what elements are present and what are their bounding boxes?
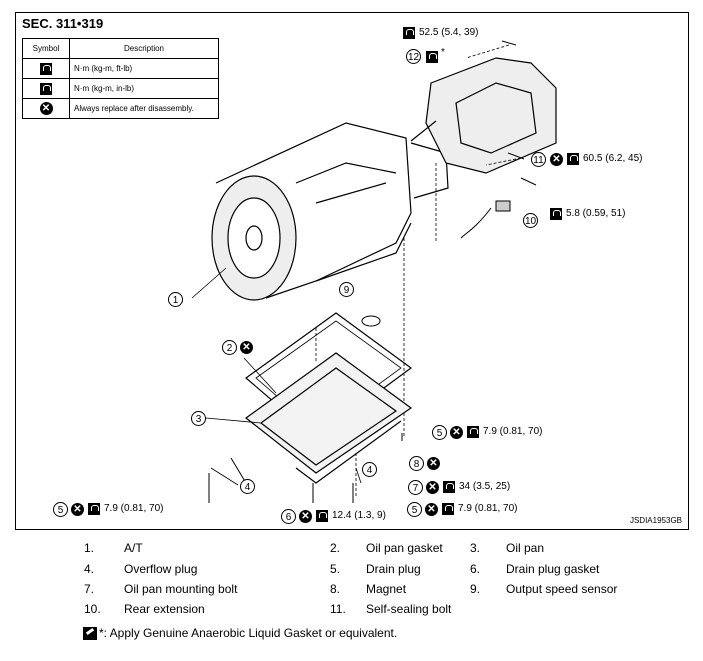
oil-pan-drawing bbox=[245, 352, 413, 484]
part-number: 4. bbox=[84, 562, 95, 576]
callout-6: 6 bbox=[281, 509, 296, 524]
part-name: Self-sealing bolt bbox=[366, 602, 452, 616]
section-title: SEC. 311•319 bbox=[22, 16, 104, 31]
torque-small-icon bbox=[40, 82, 52, 95]
part-number: 1. bbox=[84, 541, 95, 555]
torque-value-12: 52.5 (5.4, 39) bbox=[419, 27, 479, 38]
part-number: 7. bbox=[84, 582, 95, 596]
transmission-body-drawing bbox=[211, 122, 449, 301]
torque-value-10: 5.8 (0.59, 51) bbox=[566, 208, 626, 219]
part-name: Output speed sensor bbox=[506, 582, 618, 596]
figure-code: JSDIA1953GB bbox=[629, 516, 682, 525]
callout-11: 11 bbox=[531, 152, 546, 167]
replace-icon: ✕ bbox=[240, 341, 253, 354]
callout-3: 3 bbox=[191, 411, 206, 426]
callout-2: 2 bbox=[222, 340, 237, 355]
star-mark: * bbox=[441, 47, 445, 58]
callout-4: 4 bbox=[240, 479, 255, 494]
part-name: A/T bbox=[124, 541, 143, 555]
exploded-diagram: SEC. 311•319 Symbol Description N·m (kg-… bbox=[15, 12, 689, 530]
callout-4: 4 bbox=[362, 462, 377, 477]
part-name: Overflow plug bbox=[124, 562, 198, 576]
torque-value-11: 60.5 (6.2, 45) bbox=[583, 153, 643, 164]
part-number: 6. bbox=[470, 562, 481, 576]
part-name: Drain plug bbox=[366, 562, 421, 576]
callout-5: 5 bbox=[53, 502, 68, 517]
replace-icon: ✕ bbox=[450, 426, 463, 439]
callout-5: 5 bbox=[407, 502, 422, 517]
part-number: 8. bbox=[330, 582, 341, 596]
callout-1: 1 bbox=[168, 292, 183, 307]
torque-icon bbox=[316, 510, 328, 522]
callout-5: 5 bbox=[432, 425, 447, 440]
callout-12: 12 bbox=[406, 49, 421, 64]
torque-value-6: 12.4 (1.3, 9) bbox=[332, 510, 386, 521]
overflow-plug-drawing bbox=[361, 315, 381, 327]
sensor-bolts-drawing bbox=[460, 40, 537, 239]
torque-icon bbox=[403, 27, 415, 39]
part-name: Magnet bbox=[366, 582, 407, 596]
part-number: 2. bbox=[330, 541, 341, 555]
rear-extension-drawing bbox=[410, 57, 557, 174]
torque-icon bbox=[567, 153, 579, 165]
gasket-note: *: Apply Genuine Anaerobic Liquid Gasket… bbox=[83, 626, 398, 641]
part-name: Rear extension bbox=[124, 602, 205, 616]
callout-10: 10 bbox=[523, 213, 538, 228]
part-name: Oil pan gasket bbox=[366, 541, 443, 555]
part-number: 10. bbox=[84, 602, 101, 616]
torque-small-icon bbox=[88, 503, 100, 515]
gasket-icon bbox=[426, 51, 438, 63]
part-name: Drain plug gasket bbox=[506, 562, 600, 576]
torque-value-5a: 7.9 (0.81, 70) bbox=[483, 426, 543, 437]
torque-value-5b: 7.9 (0.81, 70) bbox=[104, 503, 164, 514]
torque-value-5c: 7.9 (0.81, 70) bbox=[458, 503, 518, 514]
replace-icon: ✕ bbox=[39, 102, 53, 115]
note-text: *: Apply Genuine Anaerobic Liquid Gasket… bbox=[99, 626, 398, 640]
torque-value-7: 34 (3.5, 25) bbox=[459, 481, 511, 492]
part-number: 5. bbox=[330, 562, 341, 576]
callout-7: 7 bbox=[408, 480, 423, 495]
callout-8: 8 bbox=[409, 456, 424, 471]
torque-small-icon bbox=[442, 503, 454, 515]
replace-icon: ✕ bbox=[427, 457, 440, 470]
callout-9: 9 bbox=[339, 282, 354, 297]
replace-icon: ✕ bbox=[426, 481, 439, 494]
part-number: 3. bbox=[470, 541, 481, 555]
symbol-legend: Symbol Description N·m (kg-m, ft-lb) N·m… bbox=[22, 38, 219, 119]
replace-icon: ✕ bbox=[71, 503, 84, 516]
parts-drawing bbox=[191, 40, 557, 503]
torque-small-icon bbox=[550, 208, 562, 220]
replace-icon: ✕ bbox=[425, 503, 438, 516]
part-name: Oil pan mounting bolt bbox=[124, 582, 238, 596]
part-number: 11. bbox=[330, 602, 346, 616]
gasket-icon bbox=[83, 627, 97, 641]
legend-text: Always replace after disassembly. bbox=[69, 98, 219, 119]
part-name: Oil pan bbox=[506, 541, 545, 555]
part-number: 9. bbox=[470, 582, 481, 596]
replace-icon: ✕ bbox=[550, 153, 563, 166]
replace-icon: ✕ bbox=[299, 510, 312, 523]
torque-icon bbox=[40, 62, 52, 75]
torque-icon bbox=[443, 481, 455, 493]
torque-small-icon bbox=[467, 426, 479, 438]
